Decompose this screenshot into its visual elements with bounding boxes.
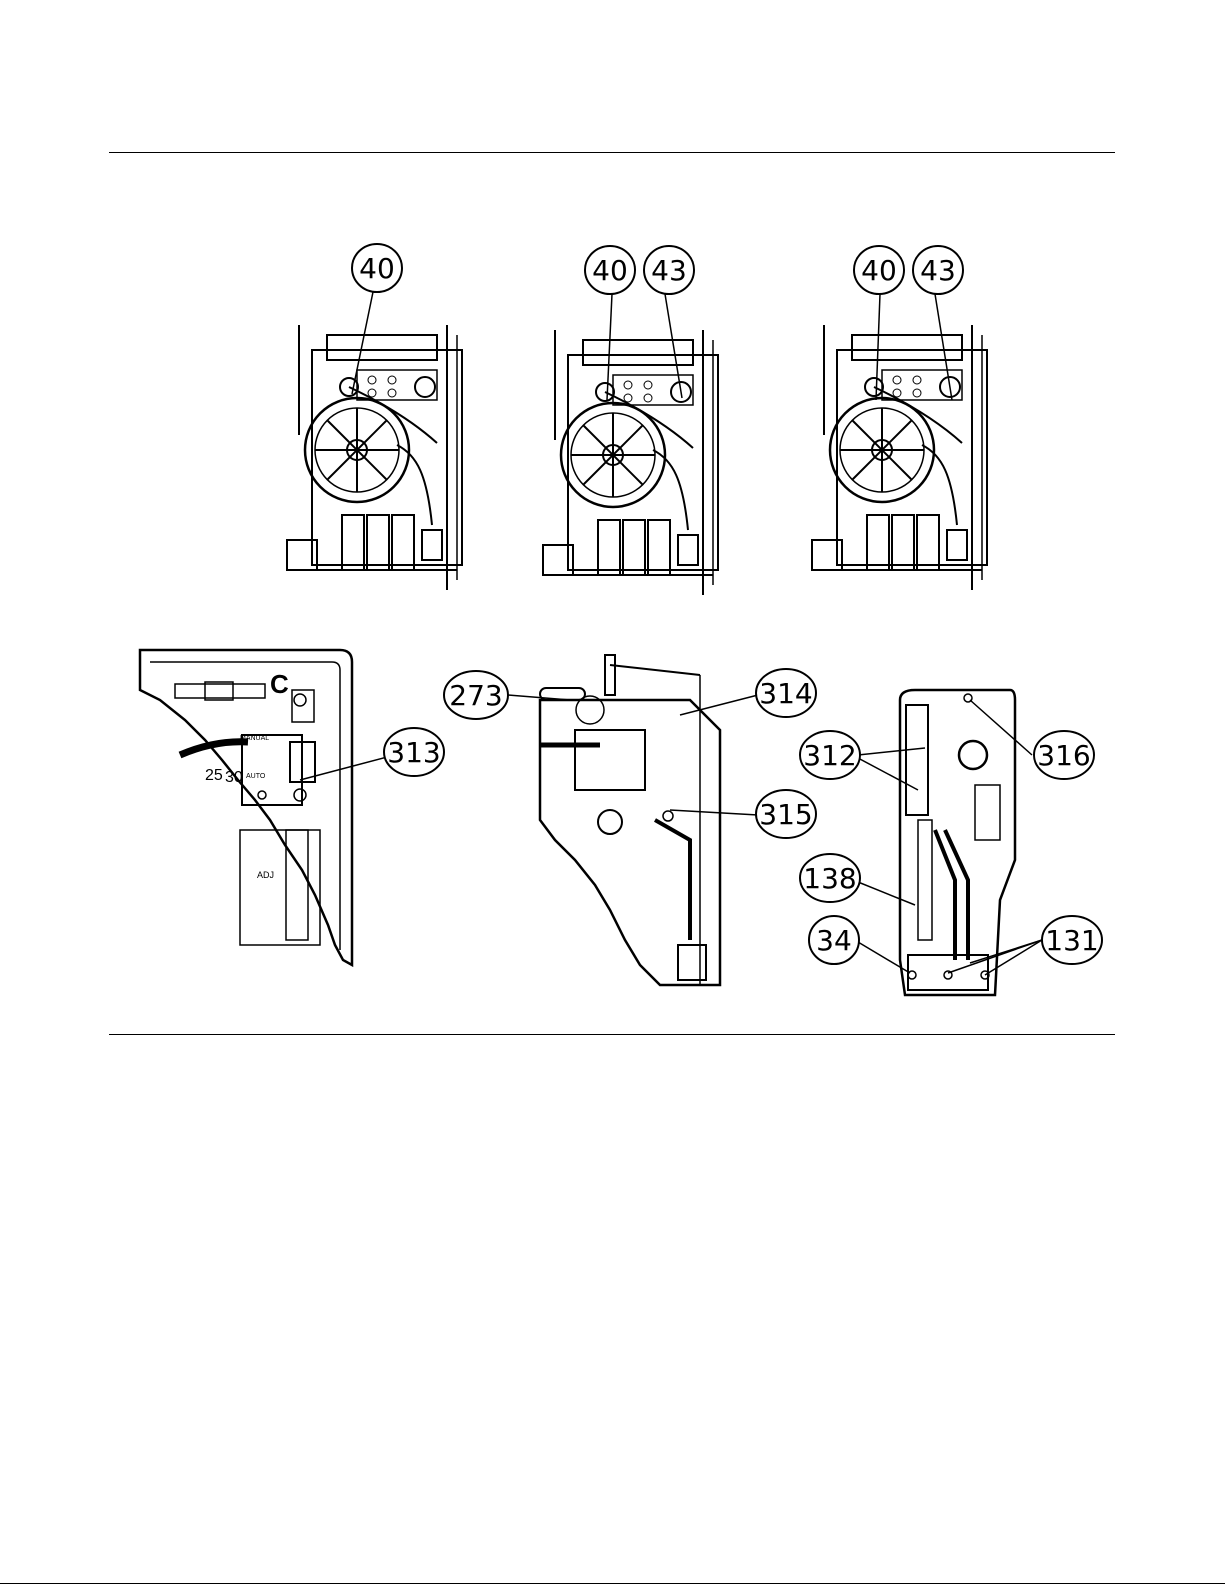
- svg-text:138: 138: [803, 862, 856, 895]
- figure-2: [543, 330, 718, 595]
- svg-text:273: 273: [449, 679, 502, 712]
- svg-text:34: 34: [816, 924, 852, 957]
- panel-label-adj: ADJ: [257, 870, 274, 880]
- callout-fig6-138: 138: [800, 854, 860, 902]
- svg-text:40: 40: [592, 254, 628, 287]
- figure-6: [900, 690, 1015, 995]
- panel-scale-30: 30: [225, 769, 243, 786]
- svg-text:43: 43: [920, 254, 956, 287]
- figure-5: [540, 655, 720, 985]
- callout-fig6-34: 34: [809, 916, 859, 964]
- svg-text:43: 43: [651, 254, 687, 287]
- callout-fig2-43: 43: [644, 246, 694, 294]
- callouts: 40 40 43 40 43 313 273 314: [352, 244, 1102, 964]
- svg-text:314: 314: [759, 677, 812, 710]
- callout-fig3-43: 43: [913, 246, 963, 294]
- svg-text:316: 316: [1037, 739, 1090, 772]
- figure-3: [812, 325, 987, 590]
- panel-label-auto: AUTO: [246, 773, 266, 780]
- callout-fig6-312: 312: [800, 731, 860, 779]
- svg-text:40: 40: [359, 252, 395, 285]
- panel-letter-c: C: [270, 669, 289, 699]
- svg-text:40: 40: [861, 254, 897, 287]
- callout-fig3-40: 40: [854, 246, 904, 294]
- callout-fig5-315: 315: [756, 790, 816, 838]
- svg-text:315: 315: [759, 798, 812, 831]
- callout-fig2-40: 40: [585, 246, 635, 294]
- callout-fig5-314: 314: [756, 669, 816, 717]
- panel-label-manual: MANUAL: [240, 735, 269, 742]
- figure-4: [140, 650, 352, 965]
- svg-text:313: 313: [387, 736, 440, 769]
- callout-fig1-40: 40: [352, 244, 402, 292]
- callout-fig4-313: 313: [384, 728, 444, 776]
- callout-fig5-273: 273: [444, 671, 508, 719]
- callout-fig6-131: 131: [1042, 916, 1102, 964]
- callout-fig6-316: 316: [1034, 731, 1094, 779]
- figure-1: [287, 325, 462, 590]
- svg-text:312: 312: [803, 739, 856, 772]
- panel-scale-25: 25: [205, 767, 223, 784]
- svg-text:131: 131: [1045, 924, 1098, 957]
